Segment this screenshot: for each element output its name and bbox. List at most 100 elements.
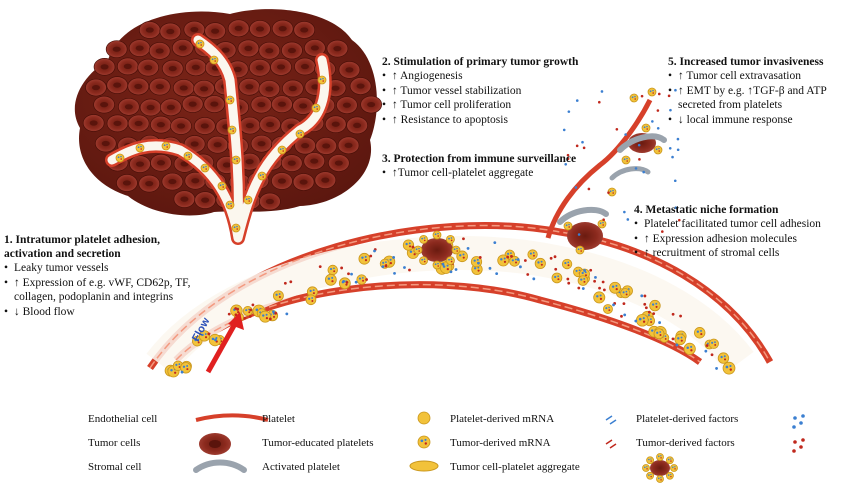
legend-tumor-cells: Tumor cells	[88, 437, 141, 449]
platelet-icon	[417, 411, 431, 425]
platelet-icon	[620, 288, 631, 299]
platelet-icon	[593, 291, 606, 304]
block-4-item: ↑ Expression adhesion molecules	[634, 232, 844, 247]
platelet-icon	[653, 145, 663, 155]
factor-dot	[365, 278, 368, 281]
tumor-cell	[258, 41, 281, 60]
flow-arrow	[205, 312, 244, 374]
factor-dot	[643, 294, 647, 298]
platelet-icon	[527, 249, 538, 260]
tumor-cell	[248, 58, 271, 77]
tumor-cell	[281, 79, 304, 98]
tumor-cell	[249, 20, 271, 38]
platelet-icon	[665, 471, 674, 480]
tumor-cell	[137, 58, 160, 77]
platelet-icon	[577, 275, 589, 286]
factor-dot	[384, 264, 388, 268]
block-1-intratumor-adhesion: 1. Intratumor platelet adhesion, activat…	[4, 233, 194, 319]
legend-platelet-factors: Platelet-derived factors	[636, 413, 739, 425]
factor-dot	[408, 268, 411, 272]
factor-dot	[441, 262, 445, 266]
platelet-icon	[432, 260, 442, 270]
aggregate-icon	[642, 453, 678, 483]
tree-platelets	[115, 39, 327, 233]
factor-dot	[624, 133, 627, 136]
platelet-icon	[646, 471, 655, 480]
factor-dot	[519, 265, 522, 269]
factor-dot	[577, 286, 581, 290]
platelet-icon	[305, 294, 317, 306]
platelet-icon	[231, 155, 241, 165]
extravasation-site	[545, 87, 681, 255]
platelet-icon	[641, 123, 651, 133]
tumor-cell	[250, 134, 273, 153]
blood-vessel	[146, 222, 774, 378]
factor-dot	[283, 281, 287, 285]
factor-dot	[506, 255, 510, 259]
factor-dot	[350, 272, 353, 276]
tumor-cell	[117, 97, 140, 116]
platelet-icon	[277, 145, 287, 155]
platelet-icon	[135, 143, 145, 153]
factor-dot	[577, 233, 581, 236]
tumor-cell	[161, 59, 184, 78]
factor-dot	[562, 128, 566, 132]
factor-dot	[493, 241, 497, 245]
platelet-icon	[722, 361, 736, 375]
platelet-icon	[656, 453, 664, 461]
aggregate-platelets	[413, 230, 461, 270]
tumor-cell	[271, 19, 294, 38]
factor-dot	[268, 317, 272, 321]
platelet-icon	[419, 234, 428, 244]
legend-tumor-educated: Tumor-educated platelets	[262, 437, 374, 449]
factor-dot	[403, 266, 406, 269]
platelet-icon	[432, 230, 442, 240]
tumor-cell	[238, 77, 261, 96]
block-5-title: 5. Increased tumor invasiveness	[668, 56, 824, 68]
tumor-cell	[326, 39, 349, 58]
factor-dot	[466, 247, 470, 250]
legend-endothelial: Endothelial cell	[88, 413, 158, 425]
factor-dot	[643, 302, 647, 306]
platelet-icon	[446, 234, 455, 244]
tumor-cell	[280, 154, 303, 172]
factor-dot	[676, 148, 680, 152]
factor-dot	[589, 268, 593, 272]
platelet-icon	[561, 258, 573, 270]
platelet-icon	[646, 456, 655, 465]
factor-dot	[634, 319, 638, 323]
platelet-icon	[324, 273, 337, 286]
platelet-icon	[636, 313, 649, 327]
factor-dot	[640, 94, 644, 98]
tumor-cell	[193, 79, 215, 98]
tumor-cell	[259, 115, 281, 134]
platelet-icon	[356, 274, 367, 285]
platelet-icon	[656, 475, 664, 483]
factor-dot	[251, 303, 255, 307]
factor-dot	[248, 315, 252, 318]
factor-dot	[656, 126, 660, 130]
tumor-cell	[138, 174, 161, 193]
tumor-cell	[170, 117, 192, 135]
block-5-item: ↑ Tumor cell extravasation	[668, 69, 846, 84]
platelet-icon	[551, 272, 563, 284]
platelet-icon	[402, 239, 415, 251]
tumor-cell	[281, 41, 303, 60]
tumor-cell	[129, 155, 151, 173]
tumor-cell	[259, 192, 281, 211]
block-1-title: 1. Intratumor platelet adhesion, activat…	[4, 234, 160, 260]
factor-dot	[243, 316, 247, 320]
tumor-cell	[138, 21, 161, 39]
block-4-item: Platelet facilitated tumor cell adhesion	[634, 217, 844, 232]
platelet-icon	[621, 155, 631, 165]
platelet-icon	[575, 245, 585, 255]
factor-dot	[526, 273, 530, 276]
platelet-icon	[665, 456, 674, 465]
endothelium-outer-pattern	[149, 224, 771, 369]
legend-tumor-mrna: Tumor-derived mRNA	[450, 437, 551, 449]
tumor-cell	[85, 78, 107, 97]
platelet-icon	[642, 464, 650, 472]
platelet-icon	[497, 254, 510, 267]
tumor-cell	[93, 58, 116, 76]
factor-dot	[581, 140, 584, 144]
